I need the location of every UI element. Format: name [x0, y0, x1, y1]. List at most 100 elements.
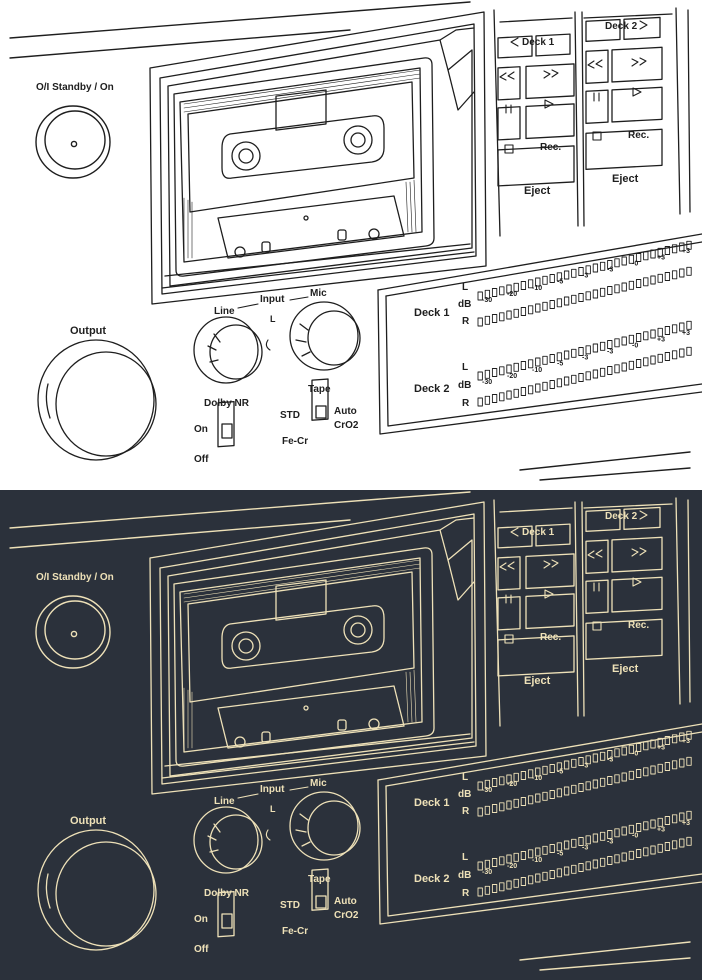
deck1-eject-button[interactable]: [497, 145, 575, 187]
deck2-rewind-button[interactable]: [585, 508, 621, 532]
meter-segment: [491, 314, 498, 323]
meter-segment: [686, 810, 692, 820]
deck1-stop-button[interactable]: [497, 596, 521, 631]
meter-segment: [614, 774, 620, 784]
meter-scale-tick: -0: [632, 342, 638, 349]
meter-segment: [484, 315, 491, 325]
meter-segment: [607, 776, 613, 785]
meter-segment: [635, 359, 642, 368]
meter-segment: [650, 355, 656, 365]
meter-segment: [643, 357, 649, 367]
output-volume-knob[interactable]: [37, 829, 157, 951]
dolby-off-label: Off: [194, 454, 209, 465]
deck1-pause-button[interactable]: [497, 66, 521, 101]
meter-segment: [664, 762, 671, 771]
meter-segment: [650, 765, 656, 775]
deck2-header: Deck 2: [605, 511, 638, 522]
deck2-eject-button[interactable]: [585, 618, 663, 660]
meter-segment: [491, 288, 498, 297]
dolby-nr-switch[interactable]: [217, 400, 235, 448]
meter-segment: [585, 291, 591, 301]
deck1-rec-button[interactable]: [525, 593, 575, 630]
deck1-stop-button[interactable]: [497, 106, 521, 141]
deck2-play-button[interactable]: [611, 536, 663, 573]
standby-power-button[interactable]: [35, 595, 111, 669]
meter-scale-tick: -5: [557, 851, 563, 858]
tape-fecr-label: Fe-Cr: [282, 436, 308, 447]
meter-segment: [571, 374, 577, 384]
meter-segments: [477, 240, 692, 407]
deck1-rec-button[interactable]: [525, 103, 575, 140]
meter-scale-tick: -3: [582, 355, 588, 362]
meter-segment: [563, 786, 570, 796]
output-volume-knob[interactable]: [37, 339, 157, 461]
deck1-play-button[interactable]: [525, 63, 575, 100]
meter-segment: [535, 873, 541, 883]
meter-deck1-db: dB: [458, 789, 471, 800]
meter-scale-tick: -30: [482, 297, 492, 304]
deck1-eject-button[interactable]: [497, 635, 575, 677]
meter-segment: [643, 277, 649, 287]
deck1-rewind-button[interactable]: [497, 525, 533, 549]
meter-segment: [571, 294, 577, 304]
meter-segment: [535, 277, 541, 287]
input-selector-knob[interactable]: [289, 301, 361, 371]
deck2-pause-button[interactable]: [585, 539, 609, 574]
meter-scale-tick: -0: [632, 260, 638, 267]
deck2-rec-button[interactable]: [611, 86, 663, 123]
meter-scale-tick: -30: [482, 379, 492, 386]
meter-segment: [643, 251, 649, 261]
input-level-knob[interactable]: [193, 806, 263, 874]
deck2-fastforward-button[interactable]: [623, 16, 661, 40]
tape-type-switch[interactable]: [311, 378, 329, 421]
meter-segment: [628, 824, 635, 834]
meter-scale-tick: +3: [657, 826, 665, 833]
level-mark: L: [270, 314, 276, 324]
meter-segment: [571, 268, 577, 278]
deck2-play-button[interactable]: [611, 46, 663, 83]
meter-segment: [513, 388, 519, 398]
meter-segment: [527, 279, 534, 289]
light-drawing-panel: O/I Standby / On: [9, 1, 702, 481]
deck2-stop-button[interactable]: [585, 89, 609, 124]
meter-segment: [635, 253, 642, 262]
meter-segment: [499, 776, 505, 786]
meter-segment: [556, 298, 563, 308]
meter-scale-tick: -20: [507, 781, 517, 788]
meter-segment: [527, 849, 534, 859]
input-selector-knob[interactable]: [289, 791, 361, 861]
standby-power-button[interactable]: [35, 105, 111, 179]
deck1-rewind-button[interactable]: [497, 35, 533, 59]
deck2-rewind-button[interactable]: [585, 18, 621, 42]
deck1-fastforward-button[interactable]: [535, 523, 571, 547]
deck2-rec-button[interactable]: [611, 576, 663, 613]
deck2-eject-button[interactable]: [585, 128, 663, 170]
tape-type-switch[interactable]: [311, 868, 329, 911]
meter-segment: [585, 345, 591, 355]
deck1-pause-button[interactable]: [497, 556, 521, 591]
meter-segment: [535, 357, 541, 367]
deck1-fastforward-button[interactable]: [535, 33, 571, 57]
meter-segment: [679, 838, 685, 848]
deck1-play-button[interactable]: [525, 553, 575, 590]
deck2-pause-button[interactable]: [585, 49, 609, 84]
tape-cro2-label: CrO2: [334, 420, 359, 431]
deck2-stop-button[interactable]: [585, 579, 609, 614]
meter-segment: [628, 770, 635, 780]
meter-segment: [599, 777, 606, 787]
meter-segment: [607, 260, 613, 269]
meter-deck1-r: R: [462, 316, 470, 327]
deck-control-area: [493, 7, 691, 237]
meter-segment: [664, 272, 671, 281]
deck2-button-icons: [587, 57, 647, 141]
input-level-knob[interactable]: [193, 316, 263, 384]
meter-segment: [607, 830, 613, 839]
deck2-fastforward-button[interactable]: [623, 506, 661, 530]
meter-scale-tick: -0: [632, 832, 638, 839]
meter-segment: [477, 397, 483, 407]
meter-segment: [520, 387, 527, 396]
tape-auto-label: Auto: [334, 896, 357, 907]
meter-segment: [664, 736, 671, 745]
meter-segment: [635, 279, 642, 288]
dolby-nr-switch[interactable]: [217, 890, 235, 938]
